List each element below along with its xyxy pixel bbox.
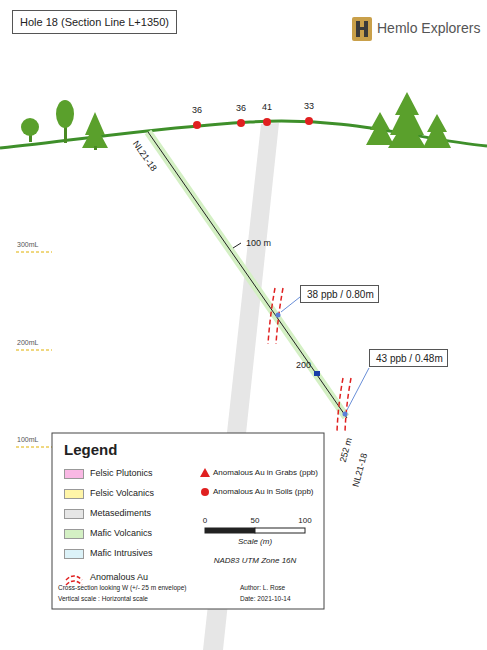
label-text: 100mL [17,436,38,444]
label-text: 50 [251,516,260,525]
title-text: Hole 18 (Section Line L+1350) [20,16,169,28]
depth-tick [314,371,320,376]
label-text: Vertical scale : Horizontal scale [58,595,148,602]
legend-au-symbol [66,576,82,585]
label-text: 252 m [338,437,354,464]
legend-frame [52,433,324,609]
label-text: 300mL [17,241,38,249]
assay-point [276,313,281,318]
scale-bar [205,528,305,533]
assay-point [343,412,348,417]
label-text: 200mL [17,339,38,347]
callout-text: 43 ppb / 0.48m [376,353,441,365]
label-text: Hemlo Explorers [377,20,480,36]
leader-line [281,297,300,312]
label-text: 33 [304,101,314,111]
label-text: Scale (m) [238,537,272,546]
label-text: 36 [236,103,246,113]
label-text: 41 [262,102,272,112]
trees [21,92,451,150]
label-text: Author: L. Rose [240,584,285,591]
label-text: Cross-section looking W (+/- 25 m envelo… [58,584,186,591]
label-text: 100 [298,516,311,525]
title-box: Hole 18 (Section Line L+1350) [12,10,177,34]
legend-circle [201,488,209,496]
callout-box: 38 ppb / 0.80m [300,285,379,303]
label-text: Legend [64,441,117,458]
legend-text: Mafic Volcanics [90,528,152,538]
callout-box: 43 ppb / 0.48m [369,349,448,367]
legend-text: Mafic Intrusives [90,548,153,558]
label-text: NAD83 UTM Zone 16N [214,556,297,565]
legend-text: Felsic Plutonics [90,468,153,478]
label-text: 0 [203,516,207,525]
logo-icon [352,17,372,41]
legend-triangle [200,468,210,477]
label-text: Date: 2021-10-14 [240,595,291,602]
depth-tick [233,243,241,248]
soil-sample-dots [193,117,313,129]
legend-swatch [64,529,84,539]
label-text: 36 [192,105,202,115]
legend-swatch [64,549,84,559]
legend-text: Felsic Volcanics [90,488,154,498]
drill-hole-trace [148,132,347,418]
legend-text: Anomalous Au in Grabs (ppb) [213,468,318,477]
label-text: 100 m [246,238,271,248]
legend-text: Metasediments [90,508,151,518]
label-text: NL21-18 [351,452,370,488]
anomalous-au-lines [268,288,351,432]
leader-line [347,368,369,410]
legend-text: Anomalous Au in Soils (ppb) [213,487,314,496]
legend-text: Anomalous Au [90,572,148,582]
label-text: 200 [296,360,311,370]
mafic-volcanics-band [148,132,346,417]
elevation-guides [16,252,52,447]
legend-swatch [64,489,84,499]
legend-swatch [64,509,84,519]
legend-swatch [64,469,84,479]
callout-text: 38 ppb / 0.80m [307,289,372,301]
